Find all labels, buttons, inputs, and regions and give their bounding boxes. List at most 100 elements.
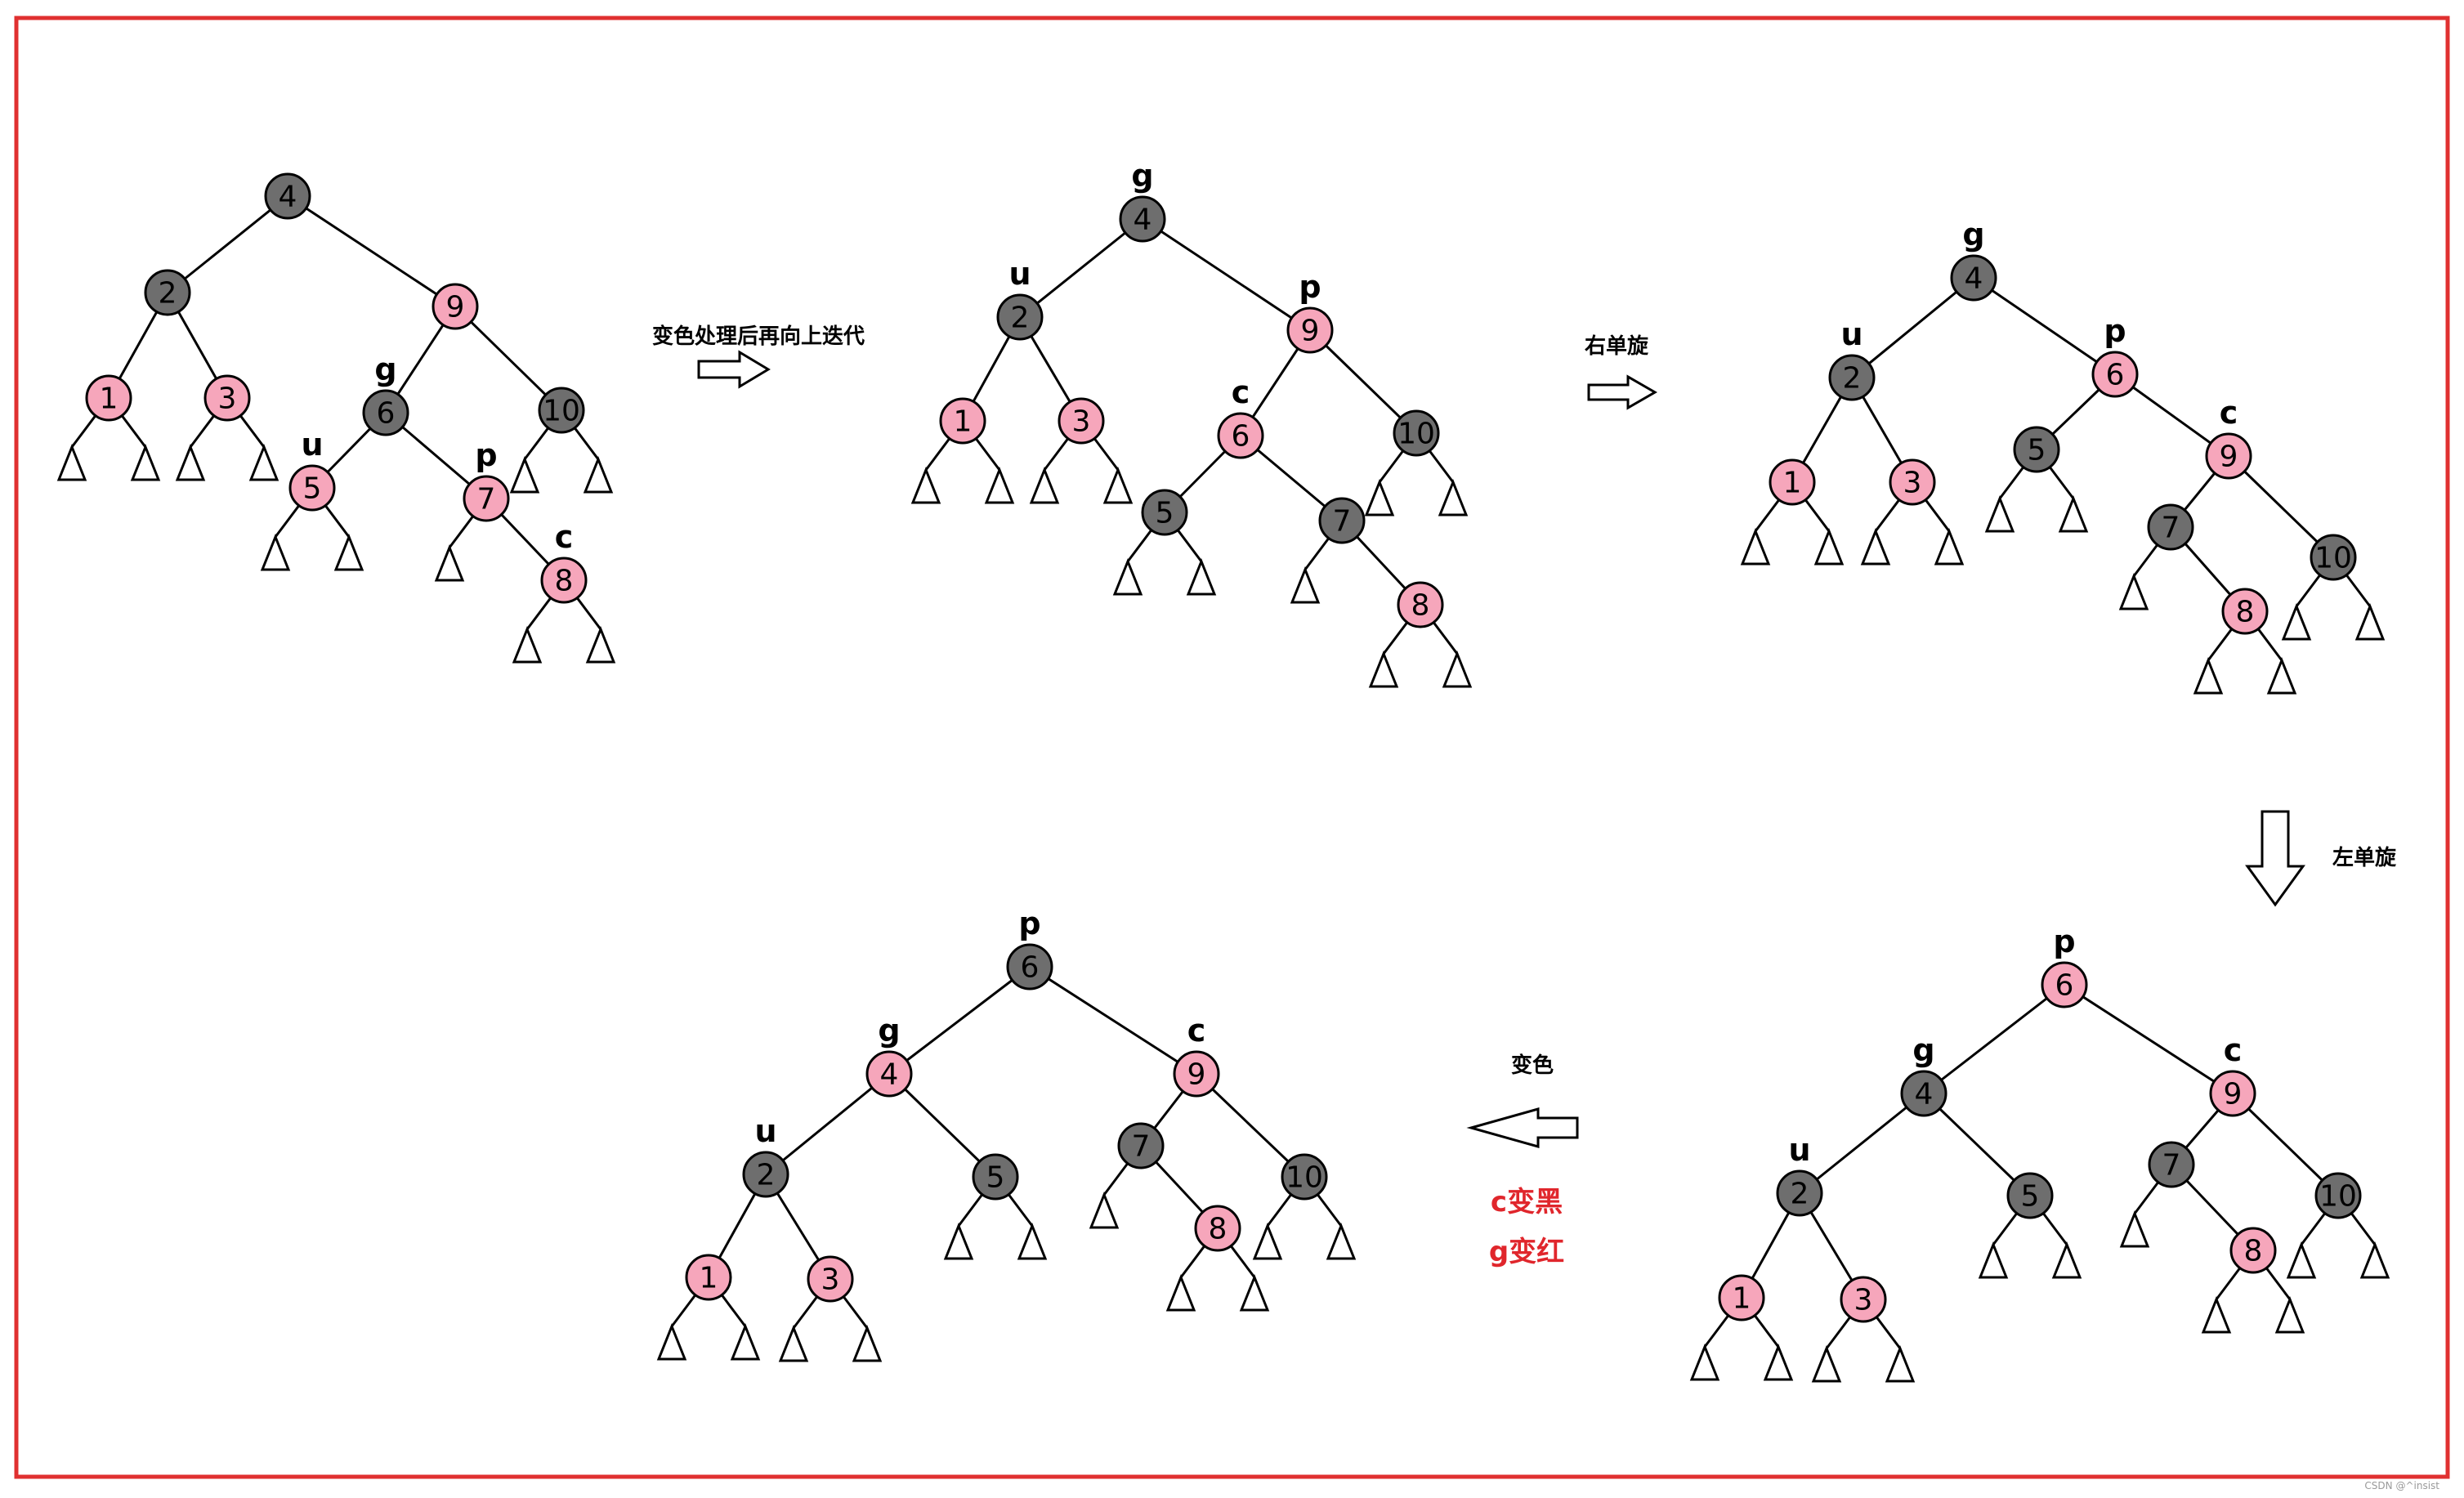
- red-node-circle: [2221, 588, 2269, 635]
- node-tag-u: u: [1008, 256, 1031, 292]
- tree-node-8: 8: [2221, 588, 2269, 635]
- tree-node-4: 4: [264, 172, 311, 220]
- node-tag-p: p: [2104, 313, 2126, 349]
- node-tag-g: g: [878, 1013, 900, 1049]
- node-key: 4: [279, 181, 297, 214]
- node-key: 3: [218, 382, 237, 416]
- node-key: 4: [1915, 1078, 1934, 1111]
- red-node-circle: [288, 464, 336, 512]
- tree-node-5: 5: [2006, 1172, 2054, 1219]
- node-key: 8: [1411, 589, 1430, 623]
- tree-node-1: 1: [85, 374, 132, 422]
- node-key: 1: [1783, 467, 1802, 500]
- edge-4-2: [1799, 1092, 1925, 1195]
- edge-9-10: [1195, 1072, 1306, 1178]
- tree-node-7: 7p: [463, 437, 510, 522]
- arrow-right-2: [1587, 374, 1658, 410]
- nil-leaf-left-1: [1689, 1343, 1720, 1381]
- nil-leaf-left-7: [1290, 566, 1321, 604]
- red-node-circle: [85, 374, 132, 422]
- node-key: 1: [954, 405, 973, 439]
- node-key: 6: [1232, 420, 1250, 454]
- tree-node-10: 10: [1281, 1153, 1328, 1201]
- node-key: 7: [1333, 505, 1352, 539]
- black-node-circle: [362, 389, 409, 436]
- tree-node-5: 5: [1141, 489, 1188, 536]
- nil-leaf-right-10: [583, 455, 614, 494]
- nil-leaf-left-8: [1368, 650, 1399, 688]
- nil-leaf-left-5: [1978, 1241, 2009, 1279]
- nil-leaf-left-8: [2193, 656, 2224, 695]
- step-label-rotate-right: 右单旋: [1585, 334, 1649, 359]
- nil-leaf-left-8: [1165, 1273, 1196, 1312]
- tree-node-10: 10: [2310, 534, 2357, 581]
- red-node-circle: [203, 374, 251, 422]
- node-tag-g: g: [374, 351, 396, 387]
- node-key: 2: [1011, 302, 1030, 335]
- nil-leaf-right-1: [1763, 1343, 1794, 1381]
- node-key: 6: [377, 397, 396, 431]
- nil-leaf-left-1: [56, 443, 87, 481]
- node-key: 10: [2319, 1180, 2357, 1214]
- edge-6-4: [1923, 983, 2065, 1095]
- tree-node-10: 10: [1393, 409, 1440, 457]
- red-node-circle: [1718, 1274, 1765, 1321]
- nil-leaf-left-10: [2286, 1241, 2317, 1279]
- node-tag-g: g: [1912, 1032, 1934, 1068]
- node-key: 10: [1286, 1161, 1323, 1195]
- node-key: 5: [2028, 434, 2046, 467]
- red-node-circle: [807, 1255, 854, 1303]
- tree-node-6: 6c: [1217, 374, 1264, 459]
- node-key: 6: [2106, 359, 2125, 392]
- nil-leaf-left-5: [1984, 494, 2015, 533]
- nil-leaf-left-5: [1112, 557, 1143, 596]
- nil-leaf-right-5: [2051, 1241, 2082, 1279]
- tree-node-8: 8c: [540, 519, 588, 604]
- node-key: 4: [880, 1058, 899, 1092]
- nil-leaf-right-10: [2354, 602, 2386, 641]
- nil-leaf-right-3: [1102, 466, 1134, 504]
- red-node-circle: [1173, 1050, 1220, 1098]
- black-node-circle: [1900, 1070, 1947, 1117]
- node-key: 7: [2162, 1149, 2181, 1183]
- black-node-circle: [2310, 534, 2357, 581]
- node-tag-c: c: [2220, 395, 2238, 431]
- tree-node-3: 3: [203, 374, 251, 422]
- nil-leaf-right-10: [1438, 478, 1469, 516]
- tree-node-2: 2u: [742, 1113, 789, 1198]
- nil-leaf-left-7: [1089, 1191, 1120, 1229]
- edge-4-2: [1019, 217, 1143, 319]
- node-key: 2: [757, 1159, 776, 1192]
- red-node-circle: [1217, 412, 1264, 459]
- nil-leaf-right-8: [585, 625, 616, 664]
- node-tag-c: c: [1187, 1013, 1206, 1049]
- red-node-circle: [2205, 432, 2252, 480]
- black-node-circle: [1393, 409, 1440, 457]
- nil-leaf-left-3: [1860, 527, 1891, 566]
- tree-node-3: 3: [807, 1255, 854, 1303]
- node-key: 3: [1903, 467, 1922, 500]
- edge-4-2: [167, 195, 288, 294]
- edge-9-10: [454, 305, 563, 412]
- red-node-circle: [685, 1254, 732, 1301]
- tree-node-5: 5: [972, 1153, 1019, 1201]
- nil-leaf-left-8: [2201, 1295, 2232, 1334]
- node-tag-p: p: [1299, 269, 1321, 305]
- nil-leaf-left-7: [2119, 1210, 2150, 1248]
- node-key: 5: [2021, 1180, 2040, 1214]
- node-key: 8: [2236, 596, 2255, 629]
- tree-node-10: 10: [2314, 1172, 2362, 1219]
- edge-6-4: [888, 965, 1031, 1075]
- nil-leaf-right-5: [333, 533, 364, 571]
- red-node-circle: [2041, 961, 2088, 1008]
- edge-9-10: [2227, 454, 2335, 559]
- edge-4-2: [1851, 276, 1974, 379]
- red-node-circle: [939, 397, 986, 445]
- black-node-circle: [2148, 1141, 2195, 1188]
- node-key: 7: [477, 483, 496, 516]
